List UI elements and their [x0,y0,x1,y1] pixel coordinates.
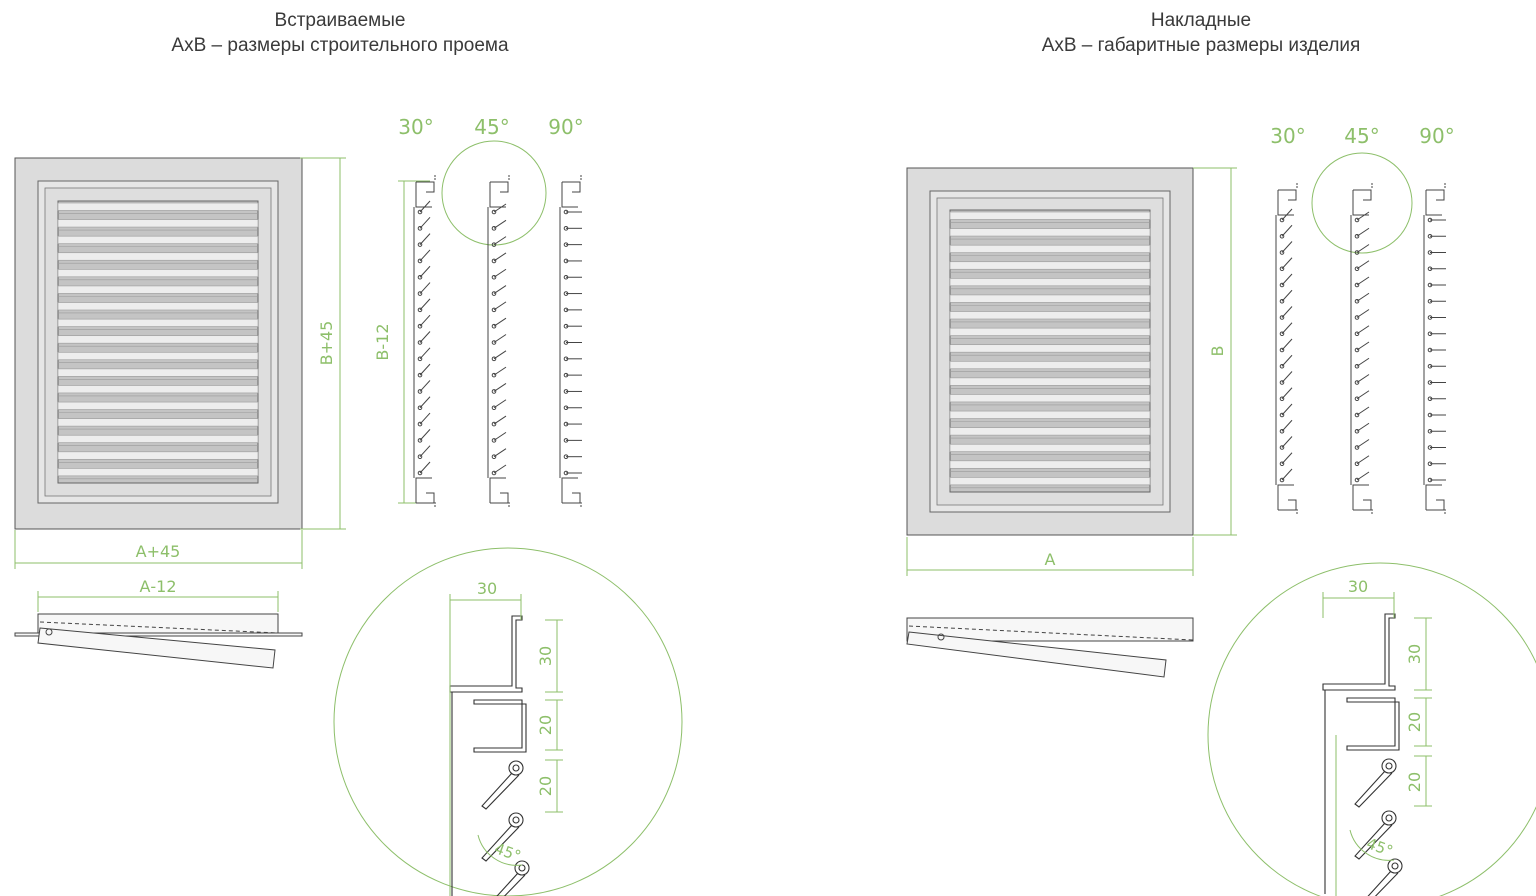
left-detail-view: 30 30 20 20 45° [333,547,683,896]
left-slats [57,202,259,480]
louvre-slat [949,360,1151,370]
right-section-30: 30° [1270,124,1306,514]
right-height-label: В [1208,346,1227,357]
svg-text:30°: 30° [398,115,433,139]
louvre-slat [949,344,1151,353]
svg-text:30°: 30° [1270,124,1305,148]
louvre-slat [57,451,259,460]
svg-text:90°: 90° [548,115,583,139]
louvre-slat [57,335,259,344]
louvre-slat [949,327,1151,336]
louvre-slat [57,235,259,244]
louvre-slat [949,394,1151,403]
svg-text:20: 20 [536,715,555,735]
svg-text:20: 20 [1405,712,1424,732]
left-title: Встраиваемые [274,10,406,31]
svg-text:90°: 90° [1419,124,1454,148]
louvre-slat [949,443,1151,452]
louvre-slat [57,252,259,261]
louvre-slat [57,368,259,377]
louvre-slat [57,302,259,311]
svg-text:45°: 45° [1364,834,1395,860]
louvre-slat [949,278,1151,287]
right-slats [949,211,1151,489]
svg-text:45°: 45° [474,115,509,139]
louvre-slat [949,228,1151,237]
louvre-slat [57,434,259,443]
left-sash-view [14,613,303,669]
louvre-slat [949,477,1151,486]
louvre-slat [57,285,259,294]
svg-text:20: 20 [536,776,555,796]
right-section-45: 45° [1311,124,1413,514]
right-title: Накладные [1150,10,1252,31]
louvre-slat [949,294,1151,303]
left-front-view [14,157,303,530]
right-detail-view: 30 30 20 20 45° [1207,562,1536,896]
louvre-slat [57,468,259,477]
left-width-label: А+45 [136,542,181,561]
left-section-45: 45° [441,115,547,507]
right-front-view [906,167,1194,536]
louvre-slat [57,385,259,394]
left-inner-width-label: А-12 [139,577,176,596]
right-heading: Накладные АхВ – габаритные размеры издел… [941,8,1461,58]
right-sash-view [906,617,1194,678]
right-section-90: 90° [1419,124,1455,514]
louvre-slat [949,261,1151,270]
louvre-slat [57,418,259,427]
louvre-slat [57,401,259,410]
svg-text:30: 30 [1348,577,1368,596]
louvre-slat [949,211,1151,220]
left-dimensions [14,157,430,612]
louvre-slat [949,311,1151,320]
louvre-slat [57,219,259,228]
louvre-slat [57,318,259,327]
svg-text:45°: 45° [1344,124,1379,148]
louvre-slat [57,269,259,278]
louvre-slat [949,410,1151,419]
louvre-slat [949,460,1151,469]
svg-text:30: 30 [477,579,497,598]
svg-text:30: 30 [536,646,555,666]
right-width-label: А [1045,550,1056,569]
left-heading: Встраиваемые АхВ – размеры строительного… [80,8,600,58]
louvre-slat [57,351,259,361]
left-section-90: 90° [548,115,584,507]
louvre-slat [949,377,1151,386]
left-height-label: В+45 [317,321,336,366]
louvre-slat [57,202,259,211]
svg-text:20: 20 [1405,772,1424,792]
right-dimensions [906,167,1237,576]
louvre-slat [949,427,1151,436]
louvre-slat [949,244,1151,253]
svg-text:30: 30 [1405,644,1424,664]
left-inner-height-label: В-12 [373,323,392,360]
left-subtitle: АхВ – размеры строительного проема [171,35,509,56]
right-subtitle: АхВ – габаритные размеры изделия [1041,35,1361,56]
left-section-30: 30° [398,115,436,507]
